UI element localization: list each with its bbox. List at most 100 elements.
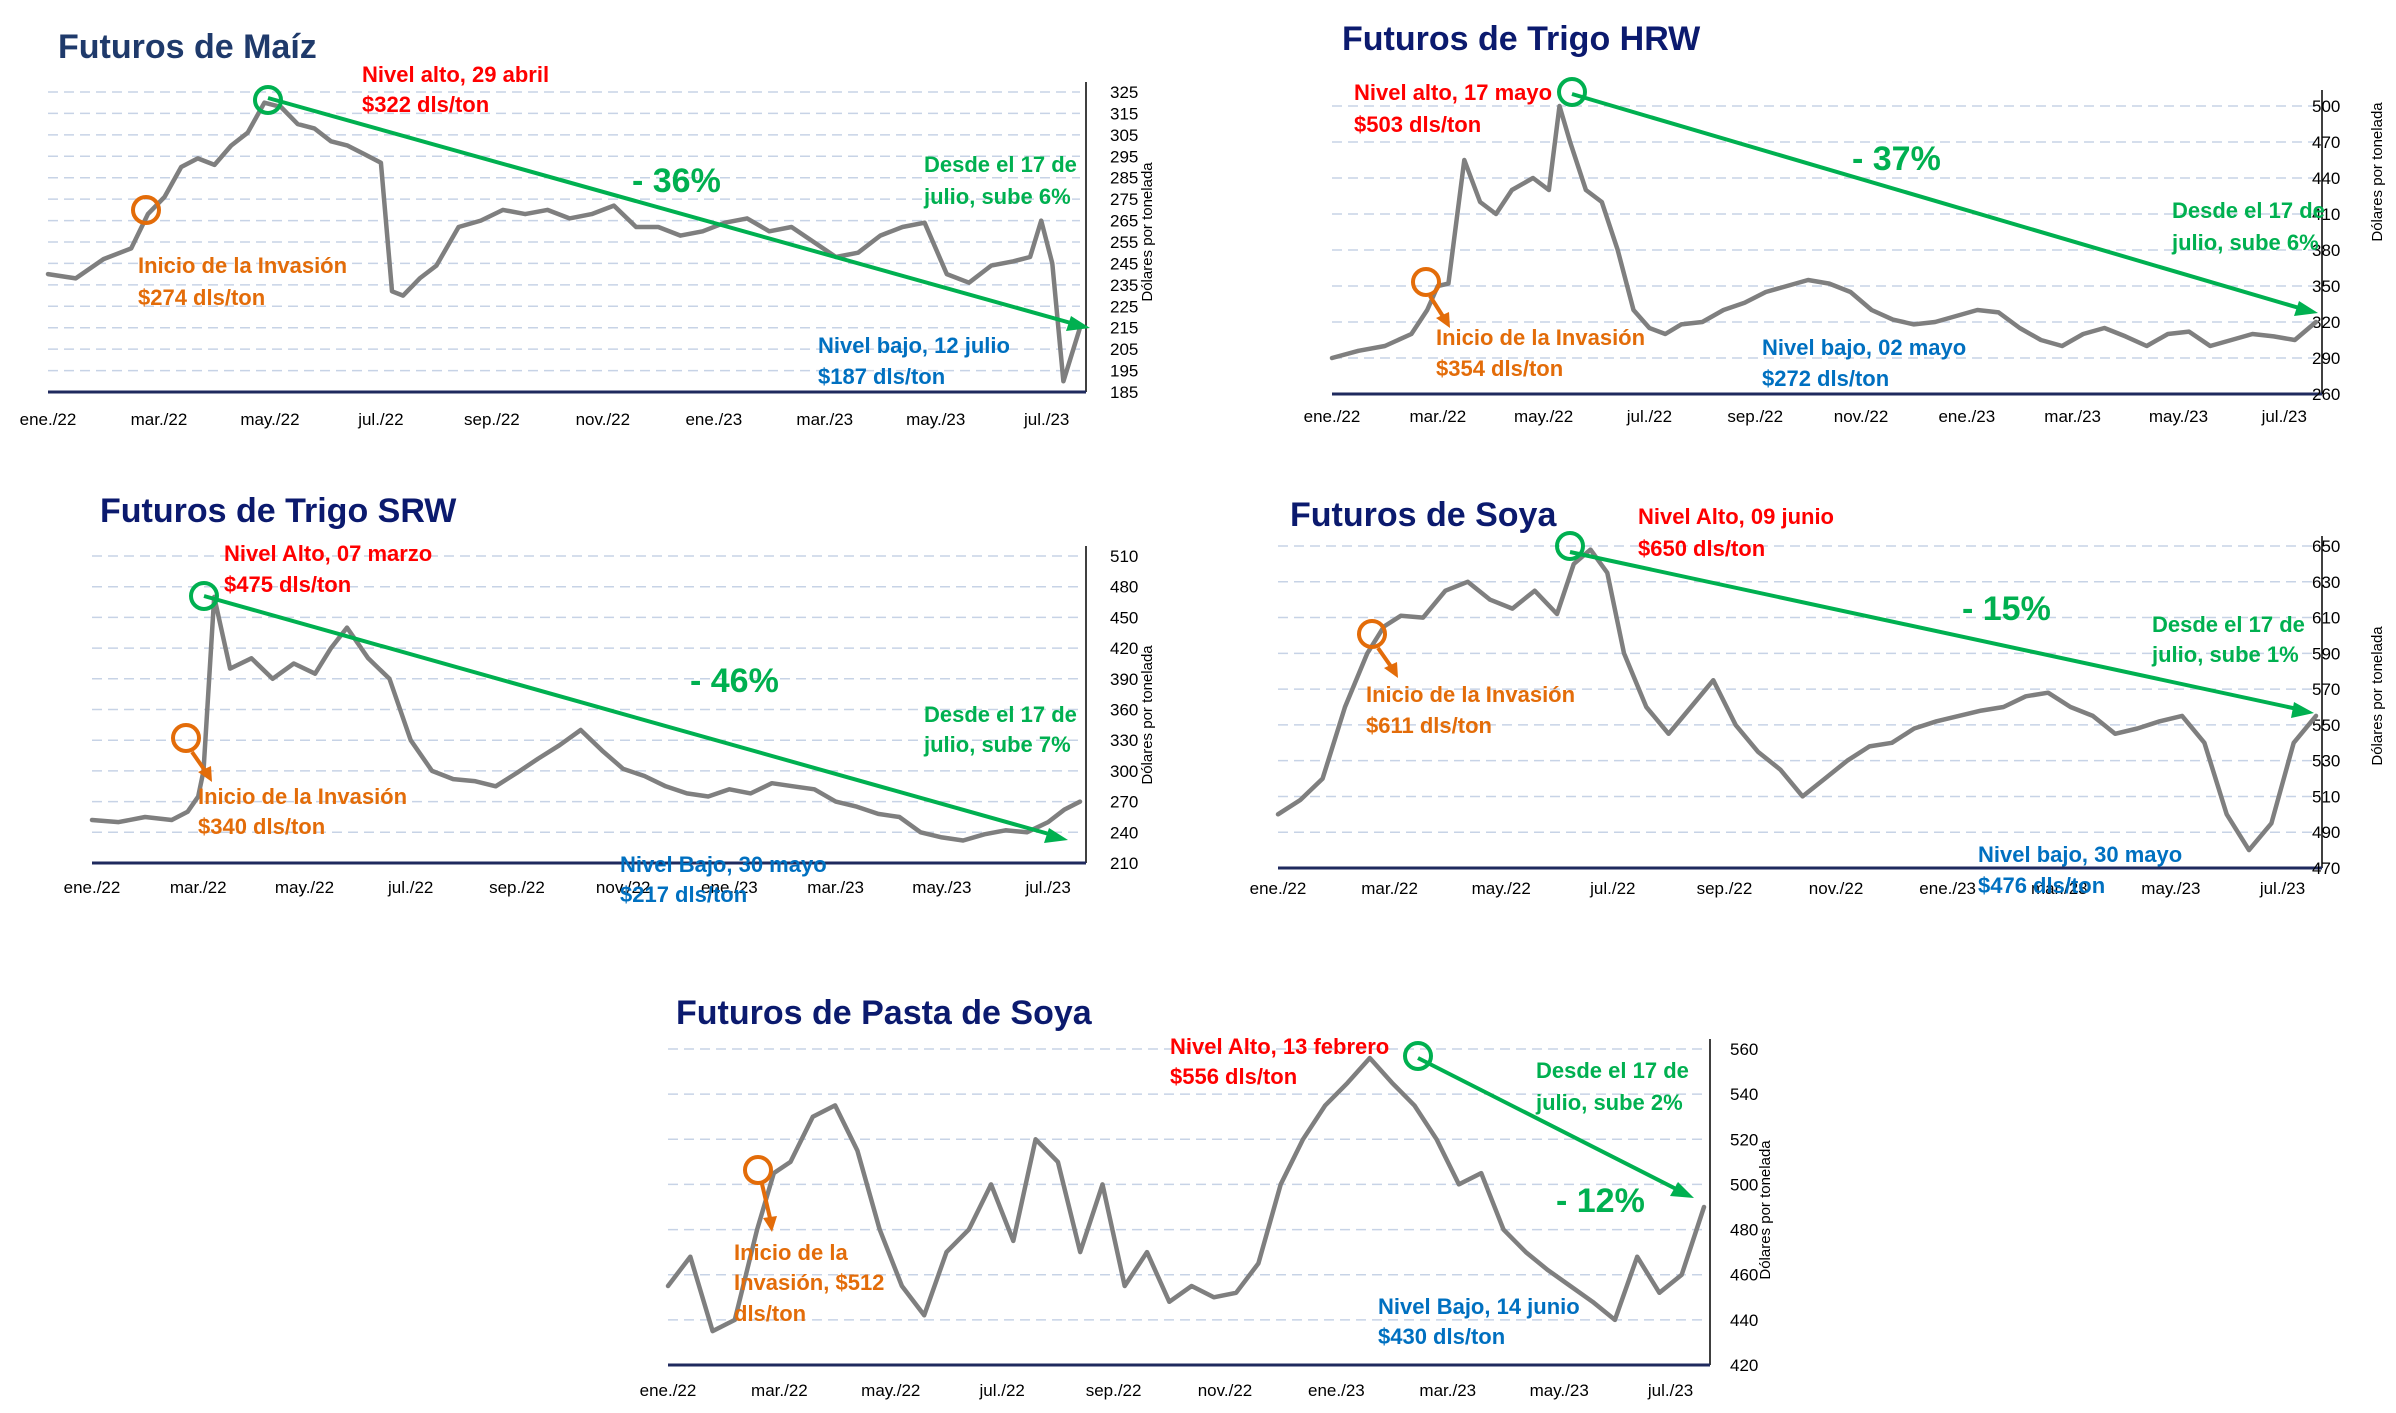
grid-trigo-srw bbox=[92, 546, 1087, 865]
marker-high-pasta-soya bbox=[1403, 1041, 1433, 1071]
trend-arrowhead-pasta-soya bbox=[1670, 1182, 1694, 1198]
annotation-recent-line1-trigo-hrw: Desde el 17 de bbox=[2172, 198, 2325, 223]
annotation-recent-line2-pasta-soya: julio, sube 2% bbox=[1535, 1090, 1683, 1115]
annotation-recent-line1-trigo-srw: Desde el 17 de bbox=[924, 702, 1077, 727]
grid-maiz bbox=[48, 82, 1087, 394]
y-tick-label: 245 bbox=[1110, 254, 1138, 273]
x-tick-label: jul./23 bbox=[2259, 879, 2305, 898]
annotation-recent-line2-maiz: julio, sube 6% bbox=[923, 184, 1071, 209]
x-tick-label: sep./22 bbox=[1086, 1381, 1142, 1400]
x-tick-label: mar./22 bbox=[751, 1381, 808, 1400]
y-tick-label: 240 bbox=[1110, 823, 1138, 842]
y-tick-label: 225 bbox=[1110, 297, 1138, 316]
annotation-invasion-value-trigo-hrw: $354 dls/ton bbox=[1436, 356, 1563, 381]
trend-arrow-trigo-hrw bbox=[1571, 92, 2307, 312]
x-tick-label: ene./22 bbox=[20, 410, 77, 429]
price-line bbox=[89, 594, 1083, 843]
annotation-recent-line2-soya: julio, sube 1% bbox=[2151, 642, 2299, 667]
annotation-change-pasta-soya: - 12% bbox=[1556, 1182, 1645, 1220]
panel-soya: Futuros de Soya 470490510530550570590610… bbox=[1250, 496, 2386, 898]
grid-trigo-hrw bbox=[1332, 90, 2323, 396]
x-tick-label: jul./22 bbox=[357, 410, 403, 429]
annotation-invasion-line2-pasta-soya: Invasión, $512 bbox=[734, 1270, 884, 1295]
y-tick-label: 330 bbox=[1110, 731, 1138, 750]
invasion-pointer-head-pasta-soya bbox=[763, 1216, 777, 1232]
y-tick-label: 510 bbox=[1110, 547, 1138, 566]
annotation-invasion-value-soya: $611 dls/ton bbox=[1366, 713, 1492, 738]
invasion-pointer-head-trigo-hrw bbox=[1436, 312, 1450, 328]
series-pasta-soya bbox=[665, 1055, 1707, 1334]
x-tick-label: ene./22 bbox=[64, 878, 121, 897]
y-tick-label: 350 bbox=[2312, 277, 2340, 296]
x-tick-label: ene./22 bbox=[640, 1381, 697, 1400]
x-tick-label: sep./22 bbox=[489, 878, 545, 897]
x-tick-label: ene./22 bbox=[1304, 407, 1361, 426]
annotation-high-value-soya: $650 dls/ton bbox=[1638, 536, 1765, 561]
annotation-low-value-maiz: $187 dls/ton bbox=[818, 364, 945, 389]
marker-high-soya bbox=[1555, 531, 1585, 561]
y-tick-label: 570 bbox=[2312, 680, 2340, 699]
series-maiz bbox=[45, 100, 1083, 384]
y-axis-ticks-maiz: 1851952052152252352452552652752852953053… bbox=[1110, 83, 1138, 402]
x-tick-label: nov./22 bbox=[1834, 407, 1889, 426]
price-line bbox=[45, 100, 1083, 384]
marker-high-trigo-hrw bbox=[1557, 77, 1587, 107]
y-tick-label: 440 bbox=[2312, 169, 2340, 188]
x-tick-label: may./22 bbox=[1472, 879, 1531, 898]
annotation-invasion-title-maiz: Inicio de la Invasión bbox=[138, 253, 347, 278]
invasion-pointer-head-trigo-srw bbox=[198, 766, 212, 782]
y-tick-label: 550 bbox=[2312, 716, 2340, 735]
invasion-pointer-soya bbox=[1376, 646, 1394, 670]
x-tick-label: may./22 bbox=[1514, 407, 1573, 426]
annotation-high-title-pasta-soya: Nivel Alto, 13 febrero bbox=[1170, 1034, 1389, 1059]
annotation-invasion-title-soya: Inicio de la Invasión bbox=[1366, 682, 1575, 707]
annotation-change-soya: - 15% bbox=[1962, 590, 2051, 628]
y-axis-label-pasta-soya: Dólares por tonelada bbox=[1757, 1140, 1774, 1280]
x-tick-label: jul./23 bbox=[1023, 410, 1069, 429]
invasion-pointer-head-soya bbox=[1384, 662, 1398, 678]
x-tick-label: mar./23 bbox=[2044, 407, 2101, 426]
x-tick-label: nov./22 bbox=[596, 878, 651, 897]
annotation-low-title-soya: Nivel bajo, 30 mayo bbox=[1978, 842, 2182, 867]
y-tick-label: 540 bbox=[1730, 1085, 1758, 1104]
y-tick-label: 205 bbox=[1110, 340, 1138, 359]
series-soya bbox=[1275, 547, 2319, 853]
price-line bbox=[1329, 103, 2319, 361]
y-tick-label: 560 bbox=[1730, 1040, 1758, 1059]
y-axis-label-trigo-srw: Dólares por tonelada bbox=[1139, 645, 1156, 785]
trend-arrowhead-trigo-hrw bbox=[2294, 301, 2318, 316]
annotation-high-title-trigo-srw: Nivel Alto, 07 marzo bbox=[224, 541, 432, 566]
x-tick-label: sep./22 bbox=[1727, 407, 1783, 426]
x-tick-label: jul./23 bbox=[2261, 407, 2307, 426]
chart-title-pasta-soya: Futuros de Pasta de Soya bbox=[676, 994, 1093, 1032]
x-tick-label: mar./22 bbox=[1361, 879, 1418, 898]
y-tick-label: 260 bbox=[2312, 385, 2340, 404]
annotation-recent-line1-maiz: Desde el 17 de bbox=[924, 152, 1077, 177]
x-tick-label: sep./22 bbox=[1697, 879, 1753, 898]
y-tick-label: 630 bbox=[2312, 573, 2340, 592]
panel-trigo-srw: Futuros de Trigo SRW 2102402703003303603… bbox=[64, 492, 1156, 907]
y-axis-label-trigo-hrw: Dólares por tonelada bbox=[2369, 102, 2386, 242]
y-tick-label: 210 bbox=[1110, 854, 1138, 873]
y-tick-label: 480 bbox=[1730, 1221, 1758, 1240]
invasion-pointer-trigo-srw bbox=[190, 750, 208, 774]
x-tick-label: mar./22 bbox=[170, 878, 227, 897]
y-tick-label: 255 bbox=[1110, 233, 1138, 252]
y-tick-label: 470 bbox=[2312, 133, 2340, 152]
panel-maiz: Futuros de Maíz 185195205215225235245255… bbox=[20, 28, 1156, 429]
x-tick-label: may./23 bbox=[2141, 879, 2200, 898]
marker-invasion-trigo-srw bbox=[171, 723, 201, 753]
y-tick-label: 450 bbox=[1110, 608, 1138, 627]
annotation-low-value-trigo-srw: $217 dls/ton bbox=[620, 882, 747, 907]
x-tick-label: may./22 bbox=[240, 410, 299, 429]
x-tick-label: may./23 bbox=[1530, 1381, 1589, 1400]
y-tick-label: 300 bbox=[1110, 762, 1138, 781]
y-tick-label: 290 bbox=[2312, 349, 2340, 368]
y-tick-label: 325 bbox=[1110, 83, 1138, 102]
